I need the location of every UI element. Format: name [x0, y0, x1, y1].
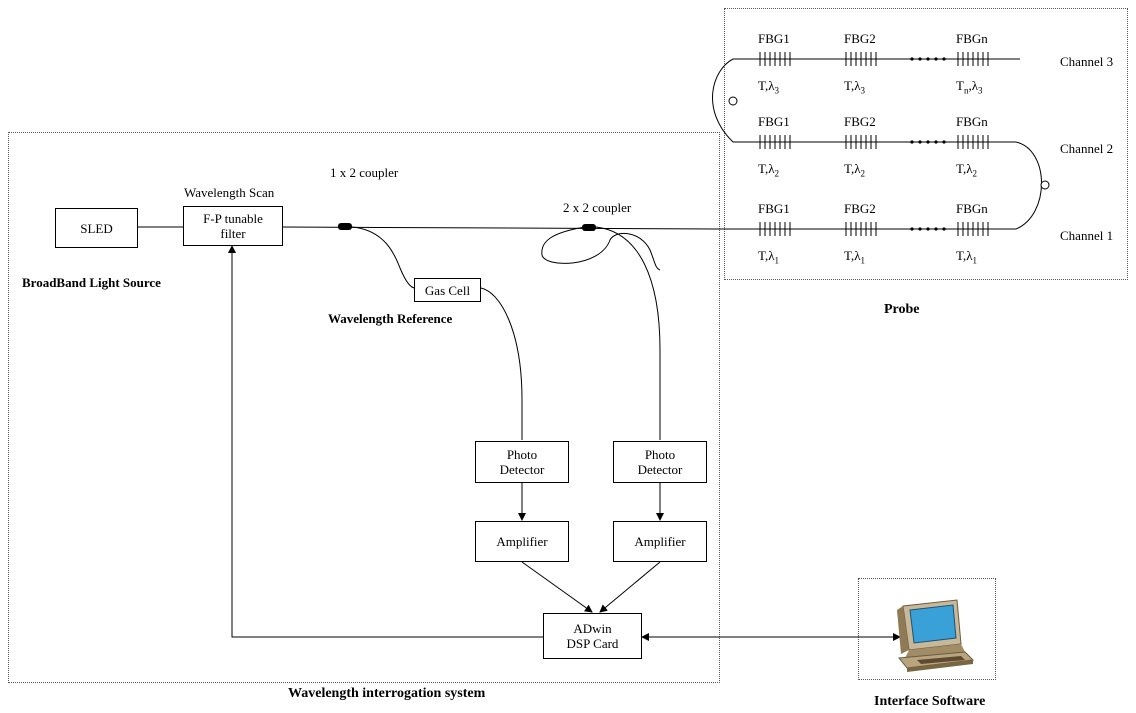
- channel-label: Channel 1: [1060, 228, 1114, 243]
- coupler-1x2-label: 1 x 2 coupler: [330, 165, 399, 180]
- probe-label: Probe: [884, 302, 920, 317]
- fbg-param-label: T,λ2: [758, 161, 780, 179]
- computer-icon: [897, 599, 975, 672]
- ellipsis-dot: [934, 57, 938, 61]
- ellipsis-dot: [910, 140, 914, 144]
- fbg-label: FBGn: [956, 201, 988, 216]
- ellipsis-dot: [926, 57, 930, 61]
- fbg-param-label: T,λ2: [956, 161, 978, 179]
- channel-label: Channel 2: [1060, 141, 1114, 156]
- interrogation-system-label: Wavelength interrogation system: [288, 686, 486, 701]
- fbg-label: FBG1: [758, 201, 790, 216]
- ellipsis-dot: [934, 227, 938, 231]
- broadband-light-source-label: BroadBand Light Source: [22, 275, 161, 290]
- fbg-label: FBG2: [844, 201, 876, 216]
- fbg-param-label: T,λ1: [758, 248, 780, 266]
- photo-detector-1-line-2: Detector: [499, 462, 545, 477]
- coupler-2x2-label: 2 x 2 coupler: [563, 200, 632, 215]
- ellipsis-dot: [934, 140, 938, 144]
- fbg-label: FBGn: [956, 31, 988, 46]
- fbg-param-label: T,λ2: [844, 161, 866, 179]
- interface-software-label: Interface Software: [874, 694, 986, 709]
- dsp-card-line-1: ADwin: [573, 621, 612, 636]
- fbg-label: FBG1: [758, 31, 790, 46]
- amplifier-1: Amplifier: [475, 521, 569, 562]
- wavelength-scan-label: Wavelength Scan: [184, 185, 275, 200]
- fbg-label: FBG2: [844, 114, 876, 129]
- channel-label: Channel 3: [1060, 54, 1114, 69]
- ellipsis-dot: [942, 227, 946, 231]
- photo-detector-2-line-2: Detector: [637, 462, 683, 477]
- ellipsis-dot: [942, 140, 946, 144]
- ellipsis-dot: [910, 227, 914, 231]
- amplifier-2: Amplifier: [613, 521, 707, 562]
- fbg-param-label: T,λ1: [844, 248, 866, 266]
- ellipsis-dot: [910, 57, 914, 61]
- dsp-card-box: ADwin DSP Card: [543, 613, 642, 659]
- probe-region: [724, 8, 1128, 280]
- wavelength-reference-label: Wavelength Reference: [328, 311, 453, 326]
- fbg-label: FBGn: [956, 114, 988, 129]
- ellipsis-dot: [926, 227, 930, 231]
- gas-cell-box: Gas Cell: [414, 278, 481, 302]
- fbg-param-label: Tn,λ3: [956, 78, 983, 96]
- ellipsis-dot: [918, 57, 922, 61]
- sled-box: SLED: [55, 208, 138, 248]
- fp-filter-line-2: filter: [220, 226, 246, 241]
- photo-detector-1-line-1: Photo: [506, 447, 538, 462]
- photo-detector-2: Photo Detector: [613, 441, 707, 483]
- fbg-label: FBG1: [758, 114, 790, 129]
- fbg-label: FBG2: [844, 31, 876, 46]
- fp-filter-line-1: F-P tunable: [203, 211, 263, 226]
- ellipsis-dot: [918, 227, 922, 231]
- fbg-param-label: T,λ3: [758, 78, 780, 96]
- fp-tunable-filter-box: F-P tunable filter: [183, 206, 283, 246]
- fbg-param-label: T,λ3: [844, 78, 866, 96]
- photo-detector-2-line-1: Photo: [644, 447, 676, 462]
- interrogation-system-region: [8, 132, 720, 683]
- photo-detector-1: Photo Detector: [475, 441, 569, 483]
- interface-region: [858, 578, 996, 680]
- ellipsis-dot: [942, 57, 946, 61]
- ellipsis-dot: [918, 140, 922, 144]
- fbg-param-label: T,λ1: [956, 248, 978, 266]
- ellipsis-dot: [926, 140, 930, 144]
- dsp-card-line-2: DSP Card: [566, 636, 619, 651]
